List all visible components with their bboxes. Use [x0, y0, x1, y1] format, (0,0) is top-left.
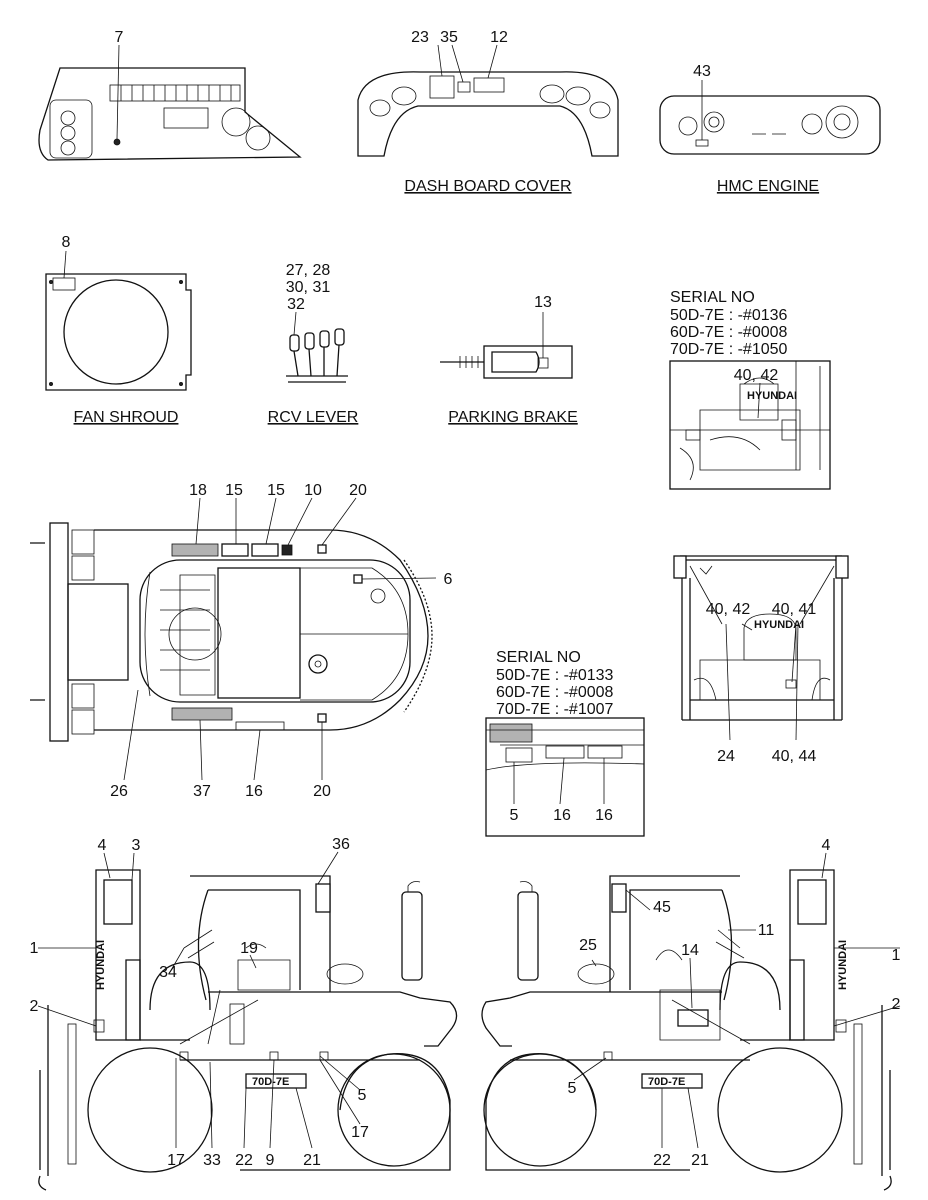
label-17-b: 17: [351, 1124, 369, 1141]
svg-text:HYUNDAI: HYUNDAI: [754, 619, 804, 631]
caption-rcv-lever: RCV LEVER: [268, 409, 359, 426]
label-1-b: 1: [892, 947, 901, 964]
label-45: 45: [653, 899, 671, 916]
label-40-44: 40, 44: [772, 748, 817, 765]
serial-2-line-3: 70D-7E : -#1007: [496, 701, 614, 718]
serial-1-line-2: 60D-7E : -#0008: [670, 324, 788, 341]
label-2-a: 2: [30, 998, 39, 1015]
serial-2-line-1: 50D-7E : -#0133: [496, 667, 614, 684]
serial-1-line-1: 50D-7E : -#0136: [670, 307, 788, 324]
label-35: 35: [440, 29, 458, 46]
label-24: 24: [717, 748, 735, 765]
label-20-a: 20: [349, 482, 367, 499]
label-27-28: 27, 28: [286, 262, 331, 279]
side-console-panel: [38, 44, 302, 161]
mast-brand-right: HYUNDAI: [837, 940, 849, 990]
svg-text:HYUNDAI: HYUNDAI: [747, 390, 797, 402]
caption-fan-shroud: FAN SHROUD: [74, 409, 179, 426]
label-21-a: 21: [303, 1152, 321, 1169]
label-34: 34: [159, 964, 177, 981]
label-5-c: 5: [568, 1080, 577, 1097]
forklift-top-view: [30, 497, 437, 781]
label-22-b: 22: [653, 1152, 671, 1169]
label-19: 19: [240, 940, 258, 957]
label-12: 12: [490, 29, 508, 46]
model-badge-left: 70D-7E: [252, 1076, 289, 1088]
serial-box-1: HYUNDAI: [669, 360, 831, 490]
label-5-b: 5: [358, 1087, 367, 1104]
label-30-31: 30, 31: [286, 279, 331, 296]
serial-2-title: SERIAL NO: [496, 649, 581, 666]
label-22-a: 22: [235, 1152, 253, 1169]
label-40-42-a: 40, 42: [734, 367, 779, 384]
label-1-a: 1: [30, 940, 39, 957]
label-11: 11: [758, 922, 775, 939]
label-25: 25: [579, 937, 597, 954]
caption-parking-brake: PARKING BRAKE: [448, 409, 578, 426]
label-43: 43: [693, 63, 711, 80]
label-16-c: 16: [595, 807, 613, 824]
label-40-42-b: 40, 42: [706, 601, 751, 618]
label-37: 37: [193, 783, 211, 800]
forklift-right-side-view: HYUNDAI 70D-7E: [481, 852, 901, 1191]
label-6: 6: [444, 571, 453, 588]
caption-hmc-engine: HMC ENGINE: [717, 178, 819, 195]
serial-1-line-3: 70D-7E : -#1050: [670, 341, 788, 358]
label-20-b: 20: [313, 783, 331, 800]
label-16-a: 16: [245, 783, 263, 800]
parking-brake: [440, 312, 573, 379]
label-15-b: 15: [267, 482, 285, 499]
label-17-a: 17: [167, 1152, 185, 1169]
callout-labels: 7 23 35 12 43 8 27, 28 30, 31 32 13 40, …: [30, 29, 901, 1169]
label-4-a: 4: [98, 837, 107, 854]
label-15-a: 15: [225, 482, 243, 499]
serial-box-2: [485, 717, 645, 837]
forklift-left-side-view: HYUNDAI 70D-7E: [37, 851, 458, 1191]
label-23: 23: [411, 29, 429, 46]
label-36: 36: [332, 836, 350, 853]
label-4-b: 4: [822, 837, 831, 854]
fan-shroud: [45, 250, 192, 391]
label-32: 32: [287, 296, 305, 313]
label-5-a: 5: [510, 807, 519, 824]
label-7: 7: [115, 29, 124, 46]
label-9: 9: [266, 1152, 275, 1169]
label-3: 3: [132, 837, 141, 854]
label-10: 10: [304, 482, 322, 499]
label-33: 33: [203, 1152, 221, 1169]
rcv-lever: [286, 311, 348, 383]
label-18: 18: [189, 482, 207, 499]
label-21-b: 21: [691, 1152, 709, 1169]
mast-brand-left: HYUNDAI: [95, 940, 107, 990]
serial-1-title: SERIAL NO: [670, 289, 755, 306]
model-badge-right: 70D-7E: [648, 1076, 685, 1088]
label-13: 13: [534, 294, 552, 311]
dash-board-cover: [357, 44, 619, 157]
forklift-rear-view: HYUNDAI: [673, 555, 849, 741]
label-40-41: 40, 41: [772, 601, 817, 618]
caption-dash-board-cover: DASH BOARD COVER: [404, 178, 571, 195]
serial-2-line-2: 60D-7E : -#0008: [496, 684, 614, 701]
label-2-b: 2: [892, 996, 901, 1013]
label-8: 8: [62, 234, 71, 251]
hmc-engine-panel: [659, 80, 881, 155]
label-14: 14: [681, 942, 699, 959]
label-16-b: 16: [553, 807, 571, 824]
label-26: 26: [110, 783, 128, 800]
